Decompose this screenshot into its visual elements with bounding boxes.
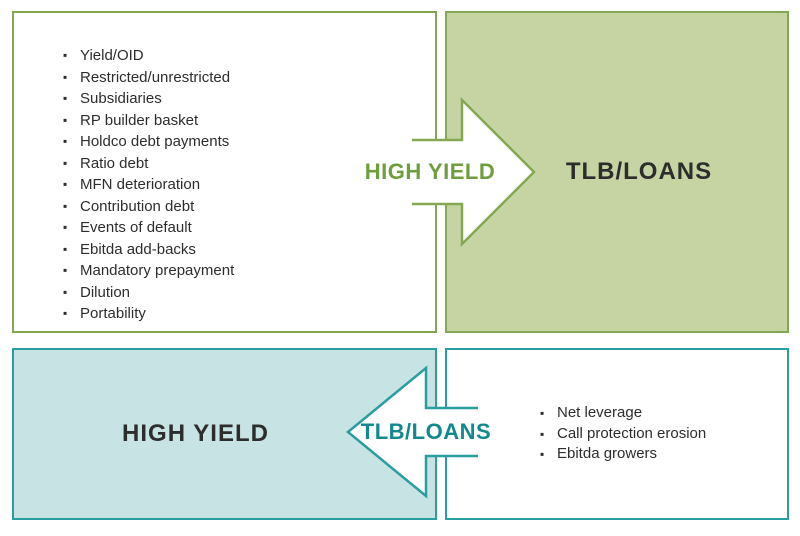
bullet-item: Events of default: [63, 217, 435, 239]
high-yield-arrow-label: HIGH YIELD: [364, 159, 496, 184]
bullet-item: Ebitda growers: [540, 444, 787, 465]
bullet-item: Mandatory prepayment: [63, 260, 435, 282]
right-arrow-shape: [412, 96, 536, 248]
bullet-item: Dilution: [63, 282, 435, 304]
bullet-item: RP builder basket: [63, 110, 435, 132]
high-yield-terms-panel: Yield/OIDRestricted/unrestrictedSubsidia…: [12, 11, 437, 333]
tlb-loans-title-top: TLB/LOANS: [565, 158, 713, 185]
bullet-item: Net leverage: [540, 403, 787, 424]
bullet-item: Contribution debt: [63, 196, 435, 218]
tlb-loans-arrow-label: TLB/LOANS: [360, 419, 492, 444]
bullet-item: Subsidiaries: [63, 88, 435, 110]
bullet-item: Ratio debt: [63, 153, 435, 175]
high-yield-title-bottom: HIGH YIELD: [122, 420, 269, 447]
left-arrow: [346, 365, 478, 499]
bullet-item: MFN deterioration: [63, 174, 435, 196]
bullet-item: Restricted/unrestricted: [63, 67, 435, 89]
bullet-item: Ebitda add-backs: [63, 239, 435, 261]
bullet-item: Call protection erosion: [540, 424, 787, 445]
left-arrow-shape: [346, 365, 478, 499]
bullet-item: Portability: [63, 303, 435, 325]
high-yield-terms-list: Yield/OIDRestricted/unrestrictedSubsidia…: [63, 45, 435, 325]
high-yield-target-panel: HIGH YIELD: [12, 348, 437, 520]
bullet-item: Holdco debt payments: [63, 131, 435, 153]
right-arrow: [412, 96, 536, 248]
bullet-item: Yield/OID: [63, 45, 435, 67]
tlb-loans-terms-list: Net leverageCall protection erosionEbitd…: [540, 403, 787, 465]
